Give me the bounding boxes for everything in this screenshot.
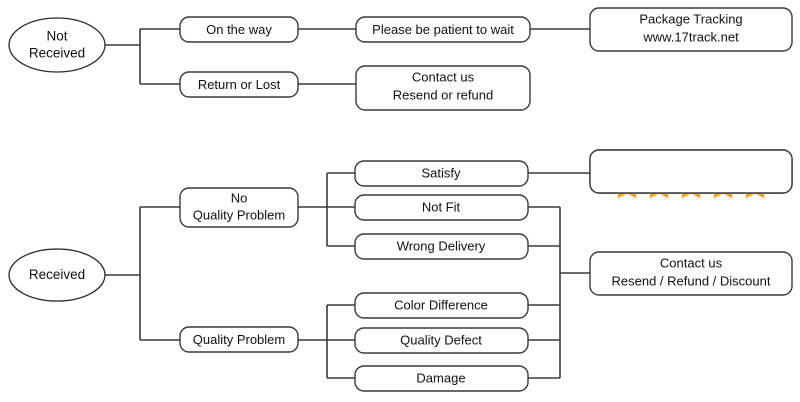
- positive-feedback-border: [589, 149, 793, 194]
- node-not-fit-label: Not Fit: [422, 199, 461, 214]
- node-color-difference[interactable]: Color Difference: [354, 292, 529, 319]
- node-wrong-delivery-label: Wrong Delivery: [397, 238, 486, 253]
- node-contact-us-resend-refund-line2: Resend or refund: [393, 87, 493, 102]
- node-quality-problem[interactable]: Quality Problem: [179, 326, 299, 353]
- node-quality-defect-label: Quality Defect: [400, 332, 482, 347]
- node-please-be-patient-label: Please be patient to wait: [372, 22, 514, 37]
- node-received[interactable]: Received: [8, 248, 106, 302]
- node-color-difference-label: Color Difference: [394, 297, 488, 312]
- node-not-received-line1: Not: [46, 29, 67, 44]
- node-no-quality-problem[interactable]: No Quality Problem: [179, 187, 299, 228]
- node-on-the-way-label: On the way: [206, 22, 272, 37]
- node-return-or-lost[interactable]: Return or Lost: [179, 71, 299, 98]
- node-contact-us-discount-line2: Resend / Refund / Discount: [612, 273, 771, 288]
- node-satisfy-label: Satisfy: [421, 165, 461, 180]
- node-contact-us-resend-refund[interactable]: Contact us Resend or refund: [355, 65, 531, 111]
- connector-group-received: [105, 172, 590, 379]
- node-wrong-delivery[interactable]: Wrong Delivery: [354, 233, 529, 260]
- node-quality-problem-label: Quality Problem: [193, 332, 285, 347]
- node-package-tracking-line2: www.17track.net: [642, 29, 739, 44]
- node-please-be-patient[interactable]: Please be patient to wait: [355, 16, 531, 43]
- node-contact-us-resend-refund-line1: Contact us: [412, 69, 475, 84]
- node-return-or-lost-label: Return or Lost: [198, 77, 281, 92]
- node-satisfy[interactable]: Satisfy: [354, 160, 529, 187]
- node-not-received-line2: Received: [29, 46, 85, 61]
- node-not-received[interactable]: Not Received: [8, 17, 106, 73]
- node-package-tracking[interactable]: Package Tracking www.17track.net: [589, 7, 793, 52]
- node-positive-feedback[interactable]: Please Leave Positive Feedback: [589, 149, 793, 199]
- node-contact-us-discount-line1: Contact us: [660, 255, 723, 270]
- node-no-quality-problem-line2: Quality Problem: [193, 207, 285, 222]
- node-damage-label: Damage: [416, 370, 465, 385]
- node-received-label: Received: [29, 267, 85, 282]
- node-damage[interactable]: Damage: [354, 365, 529, 392]
- node-no-quality-problem-line1: No: [231, 190, 248, 205]
- node-on-the-way[interactable]: On the way: [179, 16, 299, 43]
- node-contact-us-resend-refund-discount[interactable]: Contact us Resend / Refund / Discount: [589, 251, 793, 296]
- connector-group-not-received: [105, 28, 590, 85]
- node-not-fit[interactable]: Not Fit: [354, 194, 529, 221]
- node-package-tracking-line1: Package Tracking: [639, 11, 742, 26]
- node-quality-defect[interactable]: Quality Defect: [354, 327, 529, 354]
